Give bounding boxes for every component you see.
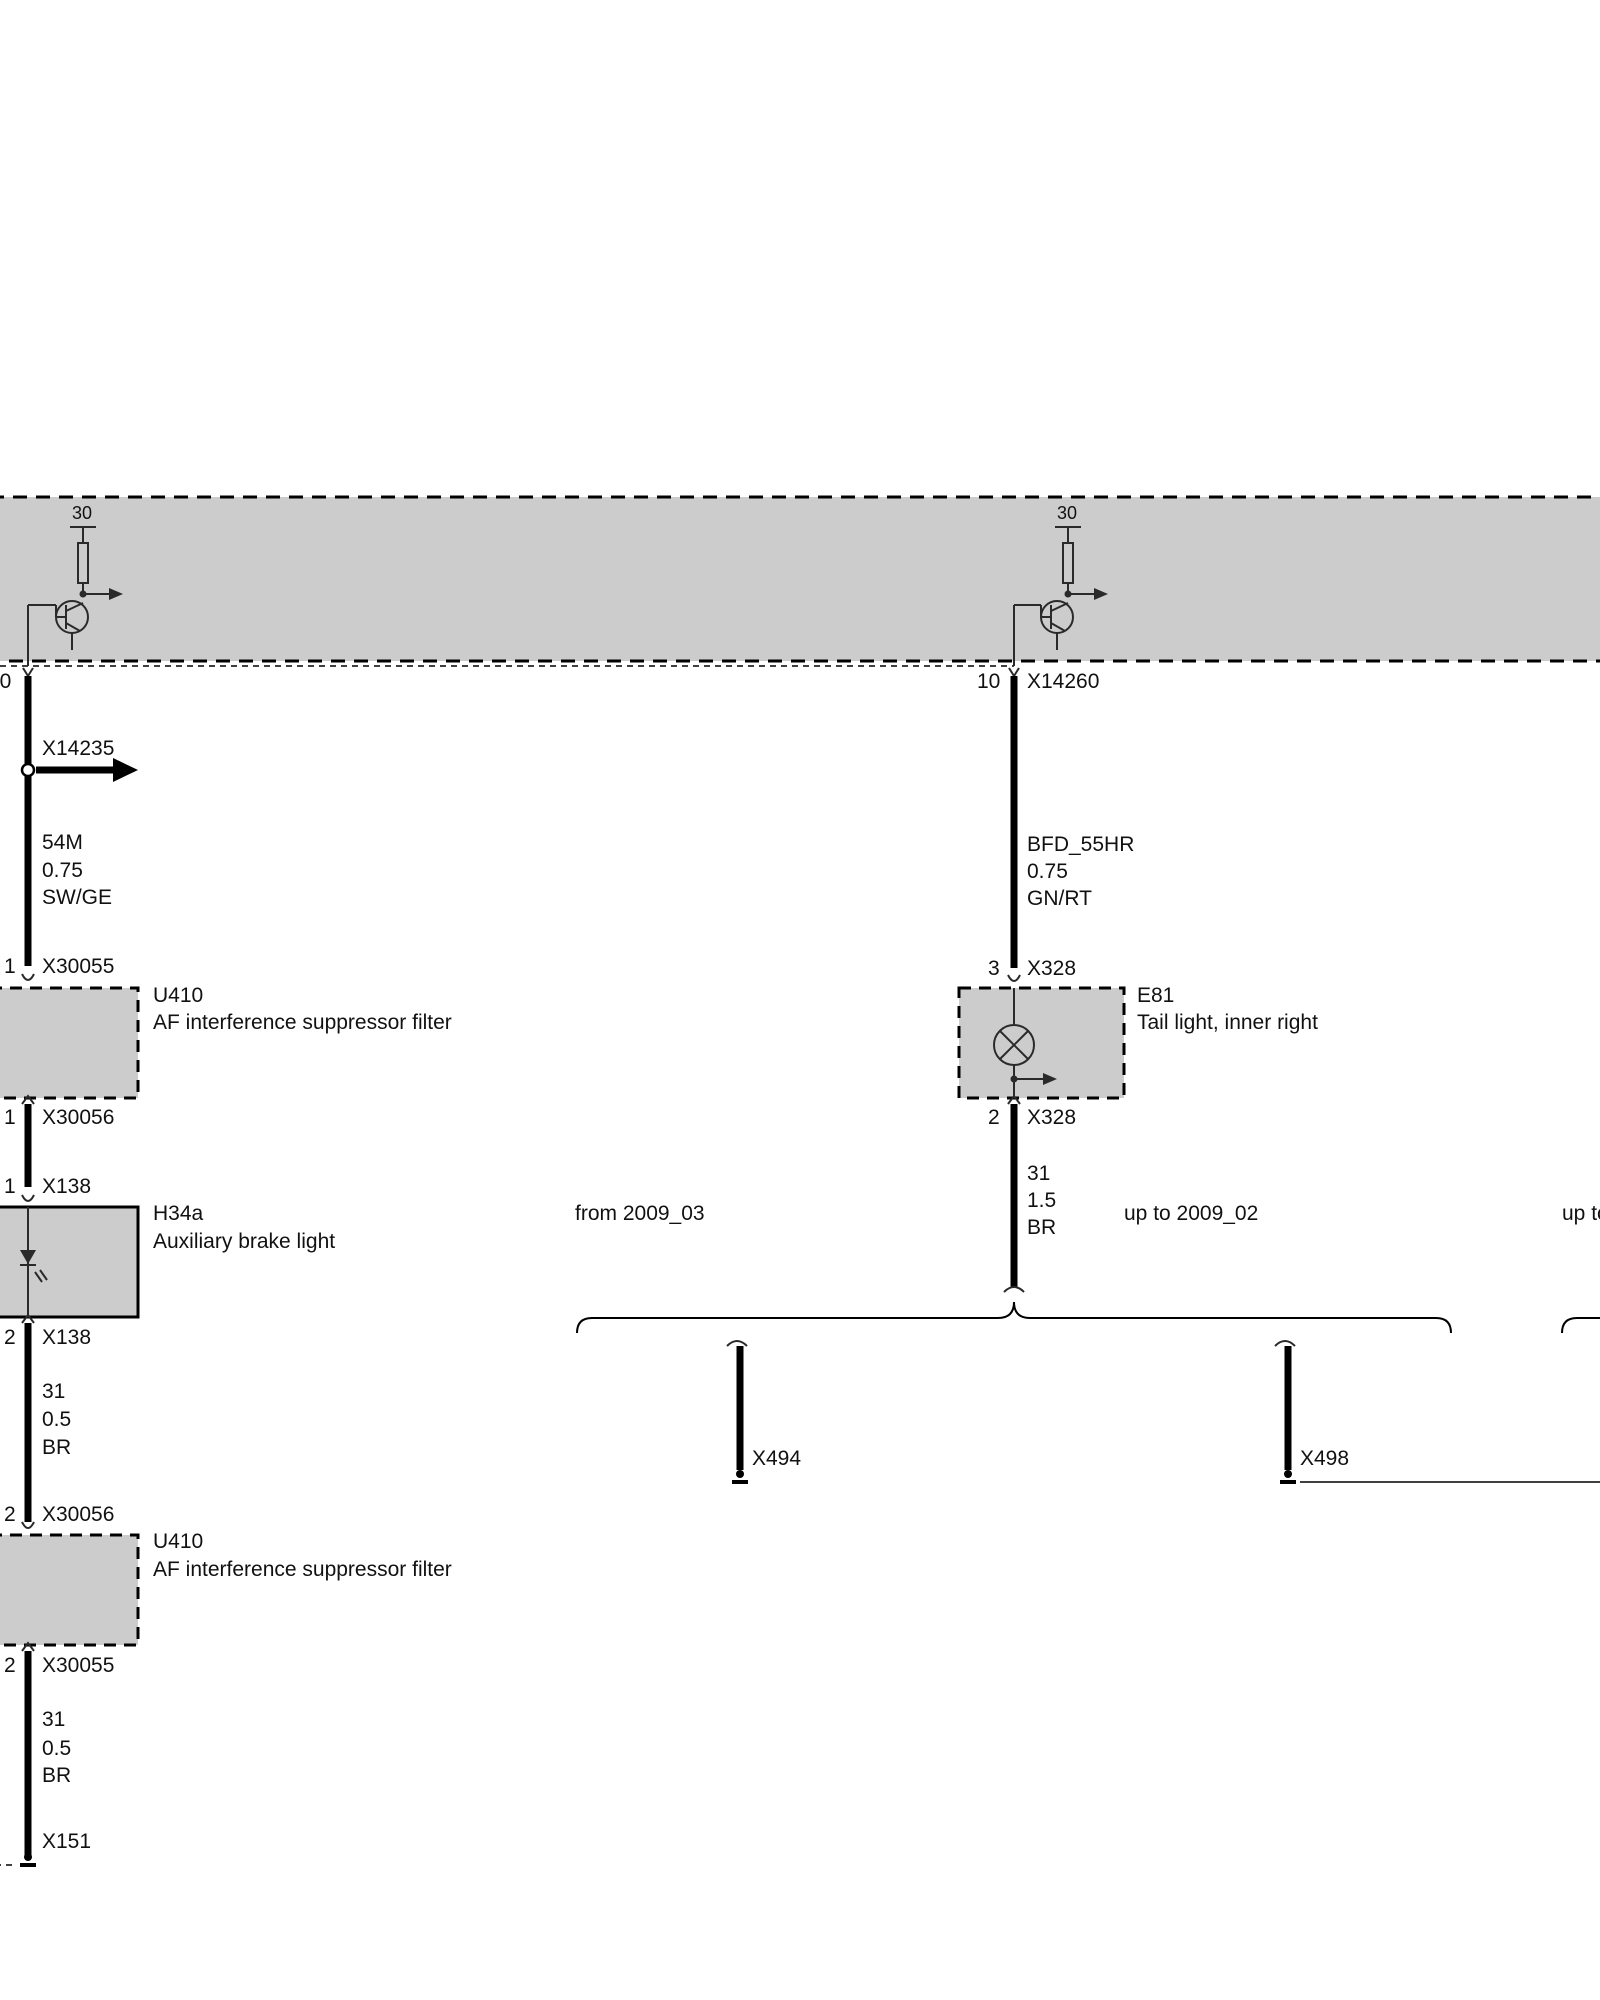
wire-color-gn-rt: GN/RT: [1027, 887, 1092, 910]
pin-x30056-out: 1: [4, 1106, 16, 1129]
connector-x14235-label: X14235: [42, 737, 114, 760]
left-wiring-column: 40 X14235 54M 0.75 SW/GE 1 X30055 U410 A…: [0, 667, 452, 1867]
e81-name: Tail light, inner right: [1137, 1011, 1318, 1034]
connector-x30055-in: X30055: [42, 955, 114, 978]
pin-x138-in: 1: [4, 1175, 16, 1198]
connector-x138-out: X138: [42, 1326, 91, 1349]
wire-color-br-mid: BR: [42, 1436, 71, 1459]
wire-color-sw-ge: SW/GE: [42, 886, 112, 909]
wire-cross-section-05-bottom: 0.5: [42, 1737, 71, 1760]
led-icon: [20, 1207, 48, 1317]
h34a-brake-light-box: [0, 1205, 140, 1319]
wire-signal-31-right: 31: [1027, 1162, 1050, 1185]
pin-x138-out: 2: [4, 1326, 16, 1349]
ground-x498-label: X498: [1300, 1447, 1349, 1470]
wire-signal-bfd55hr: BFD_55HR: [1027, 833, 1134, 856]
connector-x30056-in: X30056: [42, 1503, 114, 1526]
u410-id-lower: U410: [153, 1530, 203, 1553]
connector-x328-in: X328: [1027, 957, 1076, 980]
pin-label-left-cu: 40: [0, 670, 11, 693]
ground-x151-label: X151: [42, 1830, 91, 1853]
transistor-driver-right: 30: [1013, 503, 1108, 666]
wire-cross-section-05-mid: 0.5: [42, 1408, 71, 1431]
pin-x30055-in: 1: [4, 955, 16, 978]
variant-selection: from 2009_03 up to 2009_02 up to X494 X4…: [575, 1202, 1600, 1484]
pin-x30055-out: 2: [4, 1654, 16, 1677]
supply-label-left: 30: [72, 503, 92, 523]
e81-tail-light-box: [957, 986, 1126, 1100]
branch-arrow-x14235: [113, 758, 138, 782]
u410-name-lower: AF interference suppressor filter: [153, 1558, 452, 1581]
splice-x14235: [20, 762, 36, 778]
pin-label-right-cu: 10: [977, 670, 1000, 693]
u410-name-upper: AF interference suppressor filter: [153, 1011, 452, 1034]
connector-x328-out: X328: [1027, 1106, 1076, 1129]
variant-brace-partial: [1561, 1317, 1600, 1334]
wire-break-mark-right: [1003, 1286, 1025, 1293]
wire-signal-54m: 54M: [42, 831, 83, 854]
variant-upto-label: up to 2009_02: [1124, 1202, 1258, 1225]
wire-color-br-right: BR: [1027, 1216, 1056, 1239]
transistor-driver-left: 30: [27, 503, 123, 666]
connector-x14260-label: X14260: [1027, 670, 1099, 693]
ground-point-x151: [24, 1853, 32, 1861]
wire-cross-section-075-right: 0.75: [1027, 860, 1068, 883]
u410-filter-box-upper: [0, 986, 140, 1100]
pin-x328-in: 3: [988, 957, 1000, 980]
variant-upto-partial-label: up to: [1562, 1202, 1600, 1225]
u410-filter-box-lower: [0, 1533, 140, 1647]
wire-cross-section-054m: 0.75: [42, 859, 83, 882]
pin-x328-out: 2: [988, 1106, 1000, 1129]
connector-x138-in: X138: [42, 1175, 91, 1198]
connector-x30056-out: X30056: [42, 1106, 114, 1129]
wire-cross-section-15-right: 1.5: [1027, 1189, 1056, 1212]
wire-signal-31-mid: 31: [42, 1380, 65, 1403]
supply-label-right: 30: [1057, 503, 1077, 523]
h34a-id: H34a: [153, 1202, 204, 1225]
e81-id: E81: [1137, 984, 1174, 1007]
control-unit-box: [0, 495, 1600, 663]
wire-signal-31-bottom: 31: [42, 1708, 65, 1731]
variant-from-label: from 2009_03: [575, 1202, 705, 1225]
u410-id-upper: U410: [153, 984, 203, 1007]
ground-x494-label: X494: [752, 1447, 801, 1470]
lamp-bulb-icon: [993, 988, 1057, 1098]
right-wiring-column: 10 X14260 BFD_55HR 0.75 GN/RT 3 X328 E81…: [957, 667, 1318, 1293]
wire-color-br-bottom: BR: [42, 1764, 71, 1787]
variant-brace-main: [576, 1301, 1452, 1334]
h34a-name: Auxiliary brake light: [153, 1230, 335, 1253]
connector-x30055-out: X30055: [42, 1654, 114, 1677]
pin-x30056-in: 2: [4, 1503, 16, 1526]
